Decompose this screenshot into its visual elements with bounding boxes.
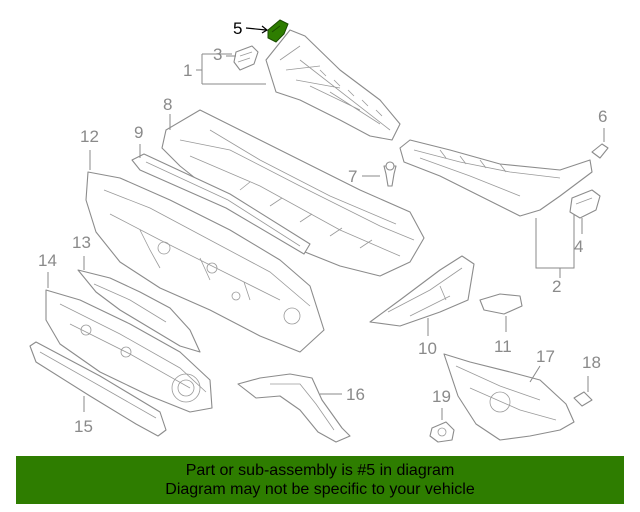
callout-19: 19 — [432, 387, 451, 406]
part-12-dash-panel — [85, 171, 325, 353]
callout-4: 4 — [574, 237, 583, 256]
callout-1: 1 — [183, 61, 192, 80]
leader-1 — [196, 53, 266, 85]
part-8-cowl — [161, 109, 425, 277]
part-15-rail — [29, 341, 167, 437]
part-16-bracket — [237, 373, 351, 443]
leader-17 — [529, 365, 541, 383]
part-13-insulator — [77, 269, 201, 353]
callout-9: 9 — [134, 123, 143, 142]
part-14-lower-panel — [45, 289, 213, 413]
leader-2 — [535, 214, 575, 278]
callout-15: 15 — [74, 417, 93, 436]
part-2-right-cowl — [399, 139, 593, 217]
part-4-bracket — [569, 189, 601, 219]
part-7-clip — [383, 161, 397, 187]
callout-10: 10 — [418, 339, 437, 358]
callout-2: 2 — [552, 277, 561, 296]
banner-line-1: Part or sub-assembly is #5 in diagram — [185, 462, 455, 479]
diagram-notice-banner: Part or sub-assembly is #5 in diagram Di… — [16, 456, 624, 504]
parts-diagram: 5 3 1 8 9 12 13 — [29, 19, 609, 443]
part-3-bracket — [233, 45, 259, 71]
callout-6: 6 — [598, 107, 607, 126]
part-11-block — [479, 293, 523, 315]
callout-12: 12 — [80, 127, 99, 146]
callout-11: 11 — [494, 337, 512, 356]
callout-18: 18 — [582, 353, 601, 372]
callout-7: 7 — [348, 167, 357, 186]
banner-line-2: Diagram may not be specific to your vehi… — [165, 481, 475, 498]
leader-5 — [245, 25, 269, 34]
part-17-lower-brace — [443, 353, 575, 441]
part-10-brace — [369, 255, 475, 327]
callout-13: 13 — [72, 233, 91, 252]
part-6-clip — [591, 143, 609, 159]
part-5-clip[interactable] — [267, 19, 289, 43]
part-18-bolt — [573, 391, 593, 407]
callout-16: 16 — [346, 385, 365, 404]
part-9-strip — [131, 153, 311, 255]
callout-8: 8 — [163, 95, 172, 114]
part-19-nut — [429, 421, 455, 443]
part-1-cowl-panel — [265, 29, 401, 141]
callout-5[interactable]: 5 — [233, 19, 242, 38]
callout-17: 17 — [536, 347, 555, 366]
callout-14: 14 — [38, 251, 57, 270]
